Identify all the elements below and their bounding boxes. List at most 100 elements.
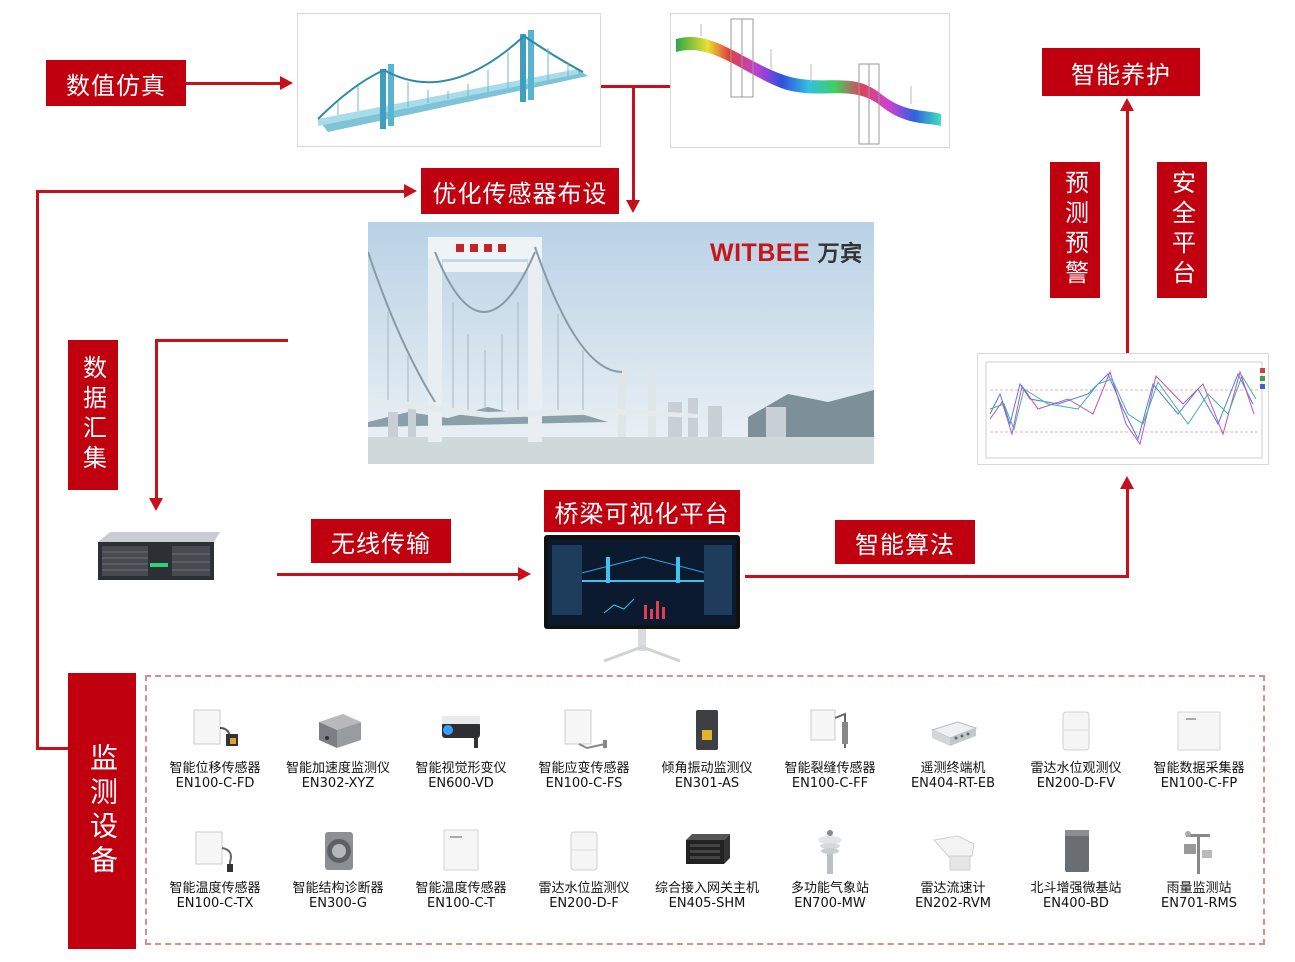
label-wireless-transmission: 无线传输 [311, 519, 451, 563]
device-model: EN100-C-FS [545, 776, 623, 791]
platform-monitor [544, 535, 740, 665]
white-panel-icon [1174, 708, 1224, 754]
box-sensor-probe-icon [190, 828, 240, 874]
rain-station-icon [1174, 828, 1224, 874]
device-name: 遥测终端机 [920, 761, 986, 776]
device-name: 智能位移传感器 [169, 761, 261, 776]
device-model: EN301-AS [674, 776, 740, 791]
arrowhead-optimize [626, 200, 640, 213]
camera-icon [436, 708, 486, 754]
device-name: 雨量监测站 [1166, 881, 1232, 896]
device-name: 北斗增强微基站 [1030, 881, 1122, 896]
device-model: EN100-C-FP [1160, 776, 1238, 791]
device-model: EN404-RT-EB [910, 776, 996, 791]
arrowhead-chart [1120, 476, 1134, 489]
label-safety-platform: 安全平台 [1157, 162, 1207, 298]
device-model: EN600-VD [428, 776, 494, 791]
label-smart-maintenance: 智能养护 [1042, 48, 1200, 96]
device-model: EN700-MW [794, 896, 866, 911]
device-name: 智能裂缝传感器 [784, 761, 876, 776]
brand-name: WITBEE [710, 239, 811, 267]
device-model: EN100-C-TX [176, 896, 254, 911]
radar-flow-icon [928, 828, 978, 874]
line-bridge-to-server-h [155, 339, 288, 342]
device-model: EN200-D-F [549, 896, 619, 911]
line-fea-to-optimize-h [598, 85, 670, 88]
line-platform-to-chart-v [1126, 488, 1129, 578]
device-name: 智能温度传感器 [169, 881, 261, 896]
device-model: EN100-C-T [427, 896, 495, 911]
device-model: EN302-XYZ [301, 776, 375, 791]
device-name: 雷达水位观测仪 [1030, 761, 1122, 776]
box-sensor-cable-icon [190, 708, 240, 754]
gray-cabinet-icon [1051, 828, 1101, 874]
white-panel-small-icon [436, 828, 486, 874]
line-platform-to-chart-h [745, 575, 1129, 578]
device-name: 智能应变传感器 [538, 761, 630, 776]
metal-box-icon [313, 708, 363, 754]
label-monitoring-devices: 监测设备 [68, 673, 136, 949]
tilt-box-icon [682, 708, 732, 754]
line-sim-to-bridge-model [186, 82, 281, 85]
bridge-model-image [297, 13, 601, 147]
rack-host-icon [682, 828, 732, 874]
white-cube-icon [1051, 708, 1101, 754]
devices-panel [145, 675, 1265, 945]
line-left-loop-top [36, 190, 406, 193]
device-model: EN200-D-FV [1036, 776, 1116, 791]
arrowhead-server [149, 498, 163, 511]
line-left-loop-bottom [36, 747, 70, 750]
label-bridge-visual-platform: 桥梁可视化平台 [544, 490, 740, 532]
device-model: EN405-SHM [668, 896, 746, 911]
device-model: EN400-BD [1043, 896, 1109, 911]
analysis-chart [977, 353, 1269, 465]
bridge-photo: WITBEE 万宾 [368, 222, 874, 464]
box-sensor-rod-icon [559, 708, 609, 754]
device-model: EN701-RMS [1161, 896, 1237, 911]
arrowhead-maintenance [1120, 98, 1134, 111]
device-name: 智能视觉形变仪 [415, 761, 507, 776]
device-name: 智能温度传感器 [415, 881, 507, 896]
box-sensor-crack-icon [805, 708, 855, 754]
device-name: 智能加速度监测仪 [285, 761, 390, 776]
line-fea-to-optimize-v [632, 87, 635, 202]
line-bridge-to-server-v [155, 339, 158, 499]
device-name: 雷达水位监测仪 [538, 881, 630, 896]
arrowhead-platform [518, 567, 531, 581]
device-name: 智能数据采集器 [1153, 761, 1245, 776]
arrowhead-sim [280, 76, 293, 90]
arrowhead-left-loop [404, 184, 417, 198]
device-name: 雷达流速计 [920, 881, 986, 896]
device-model: EN300-G [309, 896, 367, 911]
device-name: 综合接入网关主机 [654, 881, 759, 896]
label-optimize-sensor-layout: 优化传感器布设 [421, 168, 619, 214]
round-sensor-icon [313, 828, 363, 874]
brand-logo: WITBEE 万宾 [710, 236, 863, 268]
white-cube-icon [559, 828, 609, 874]
device-model: EN100-C-FD [175, 776, 255, 791]
device-name: 倾角振动监测仪 [661, 761, 753, 776]
label-predict-warning: 预测预警 [1050, 162, 1100, 298]
label-numerical-simulation: 数值仿真 [46, 60, 186, 106]
fea-deformation-image [670, 13, 950, 148]
brand-cn: 万宾 [817, 241, 863, 266]
device-model: EN202-RVM [915, 896, 991, 911]
label-data-collection: 数据汇集 [68, 340, 118, 490]
device-name: 多功能气象站 [790, 881, 869, 896]
